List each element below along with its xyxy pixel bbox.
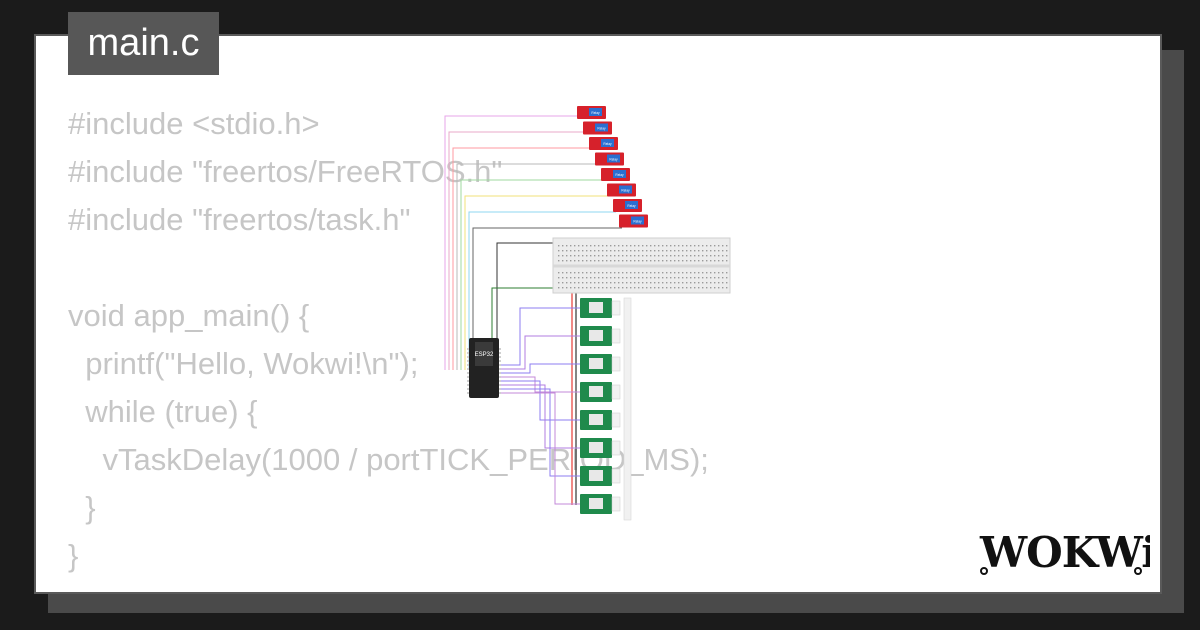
sensor-module: [580, 438, 621, 458]
sensor-rail: [623, 297, 632, 521]
wire: [460, 179, 604, 370]
wire: [448, 131, 586, 370]
relay-label: Relay: [627, 204, 636, 208]
relay-module: Relay: [583, 121, 612, 135]
code-editor: #include <stdio.h> #include "freertos/Fr…: [68, 100, 709, 580]
sensor-module: [580, 410, 621, 430]
code-line: printf("Hello, Wokwi!\n");: [68, 346, 419, 381]
relay-label: Relay: [603, 142, 612, 146]
relay-label: Relay: [597, 127, 606, 131]
file-tab[interactable]: main.c: [68, 12, 219, 75]
relay-module: Relay: [613, 199, 642, 212]
sensor-module: [580, 298, 621, 318]
sensor-module: [580, 466, 621, 486]
code-line: }: [68, 490, 96, 525]
relay-module: Relay: [607, 183, 636, 197]
relay-module: Relay: [577, 106, 606, 119]
sensor-module: [580, 326, 621, 346]
relay-module: Relay: [601, 168, 630, 181]
relay-label: Relay: [633, 220, 642, 224]
relay-module: Relay: [589, 137, 618, 150]
circuit-diagram: RelayRelayRelayRelayRelayRelayRelayRelay…: [444, 106, 731, 521]
esp32-label: ESP32: [475, 352, 494, 358]
wire: [499, 363, 580, 374]
wire: [491, 287, 555, 340]
breadboard: [552, 237, 731, 294]
code-line: void app_main() {: [68, 298, 310, 333]
code-line: #include "freertos/FreeRTOS.h": [68, 154, 503, 189]
sensor-module: [580, 382, 621, 402]
wire: [496, 242, 555, 340]
wokwi-logo: WOKWi: [979, 528, 1150, 577]
relay-module: Relay: [619, 214, 648, 228]
code-line: while (true) {: [68, 394, 258, 429]
sensor-module: [580, 494, 621, 514]
file-tab-label: main.c: [87, 22, 200, 64]
wire-group: [444, 115, 622, 505]
wire: [452, 147, 592, 370]
wire: [499, 335, 580, 370]
code-line: vTaskDelay(1000 / portTICK_PERIOD_MS);: [68, 442, 709, 477]
wire: [499, 384, 580, 449]
code-line: #include "freertos/task.h": [68, 202, 411, 237]
relay-label: Relay: [615, 173, 624, 177]
wire: [468, 211, 616, 370]
relay-label: Relay: [591, 111, 600, 115]
wire: [499, 388, 580, 477]
code-line: }: [68, 538, 79, 573]
wokwi-logo-text: WOKWi: [979, 528, 1150, 577]
relay-label: Relay: [609, 158, 618, 162]
wire: [499, 380, 580, 421]
relay-module: Relay: [595, 152, 624, 166]
wire: [456, 163, 598, 370]
code-line: #include <stdio.h>: [68, 106, 320, 141]
relay-label: Relay: [621, 189, 630, 193]
wire: [499, 307, 580, 366]
wire: [499, 392, 580, 505]
wire: [444, 115, 580, 370]
esp32-board: ESP32: [467, 338, 501, 398]
wire: [464, 195, 610, 370]
sensor-module: [580, 354, 621, 374]
wire: [472, 227, 622, 370]
